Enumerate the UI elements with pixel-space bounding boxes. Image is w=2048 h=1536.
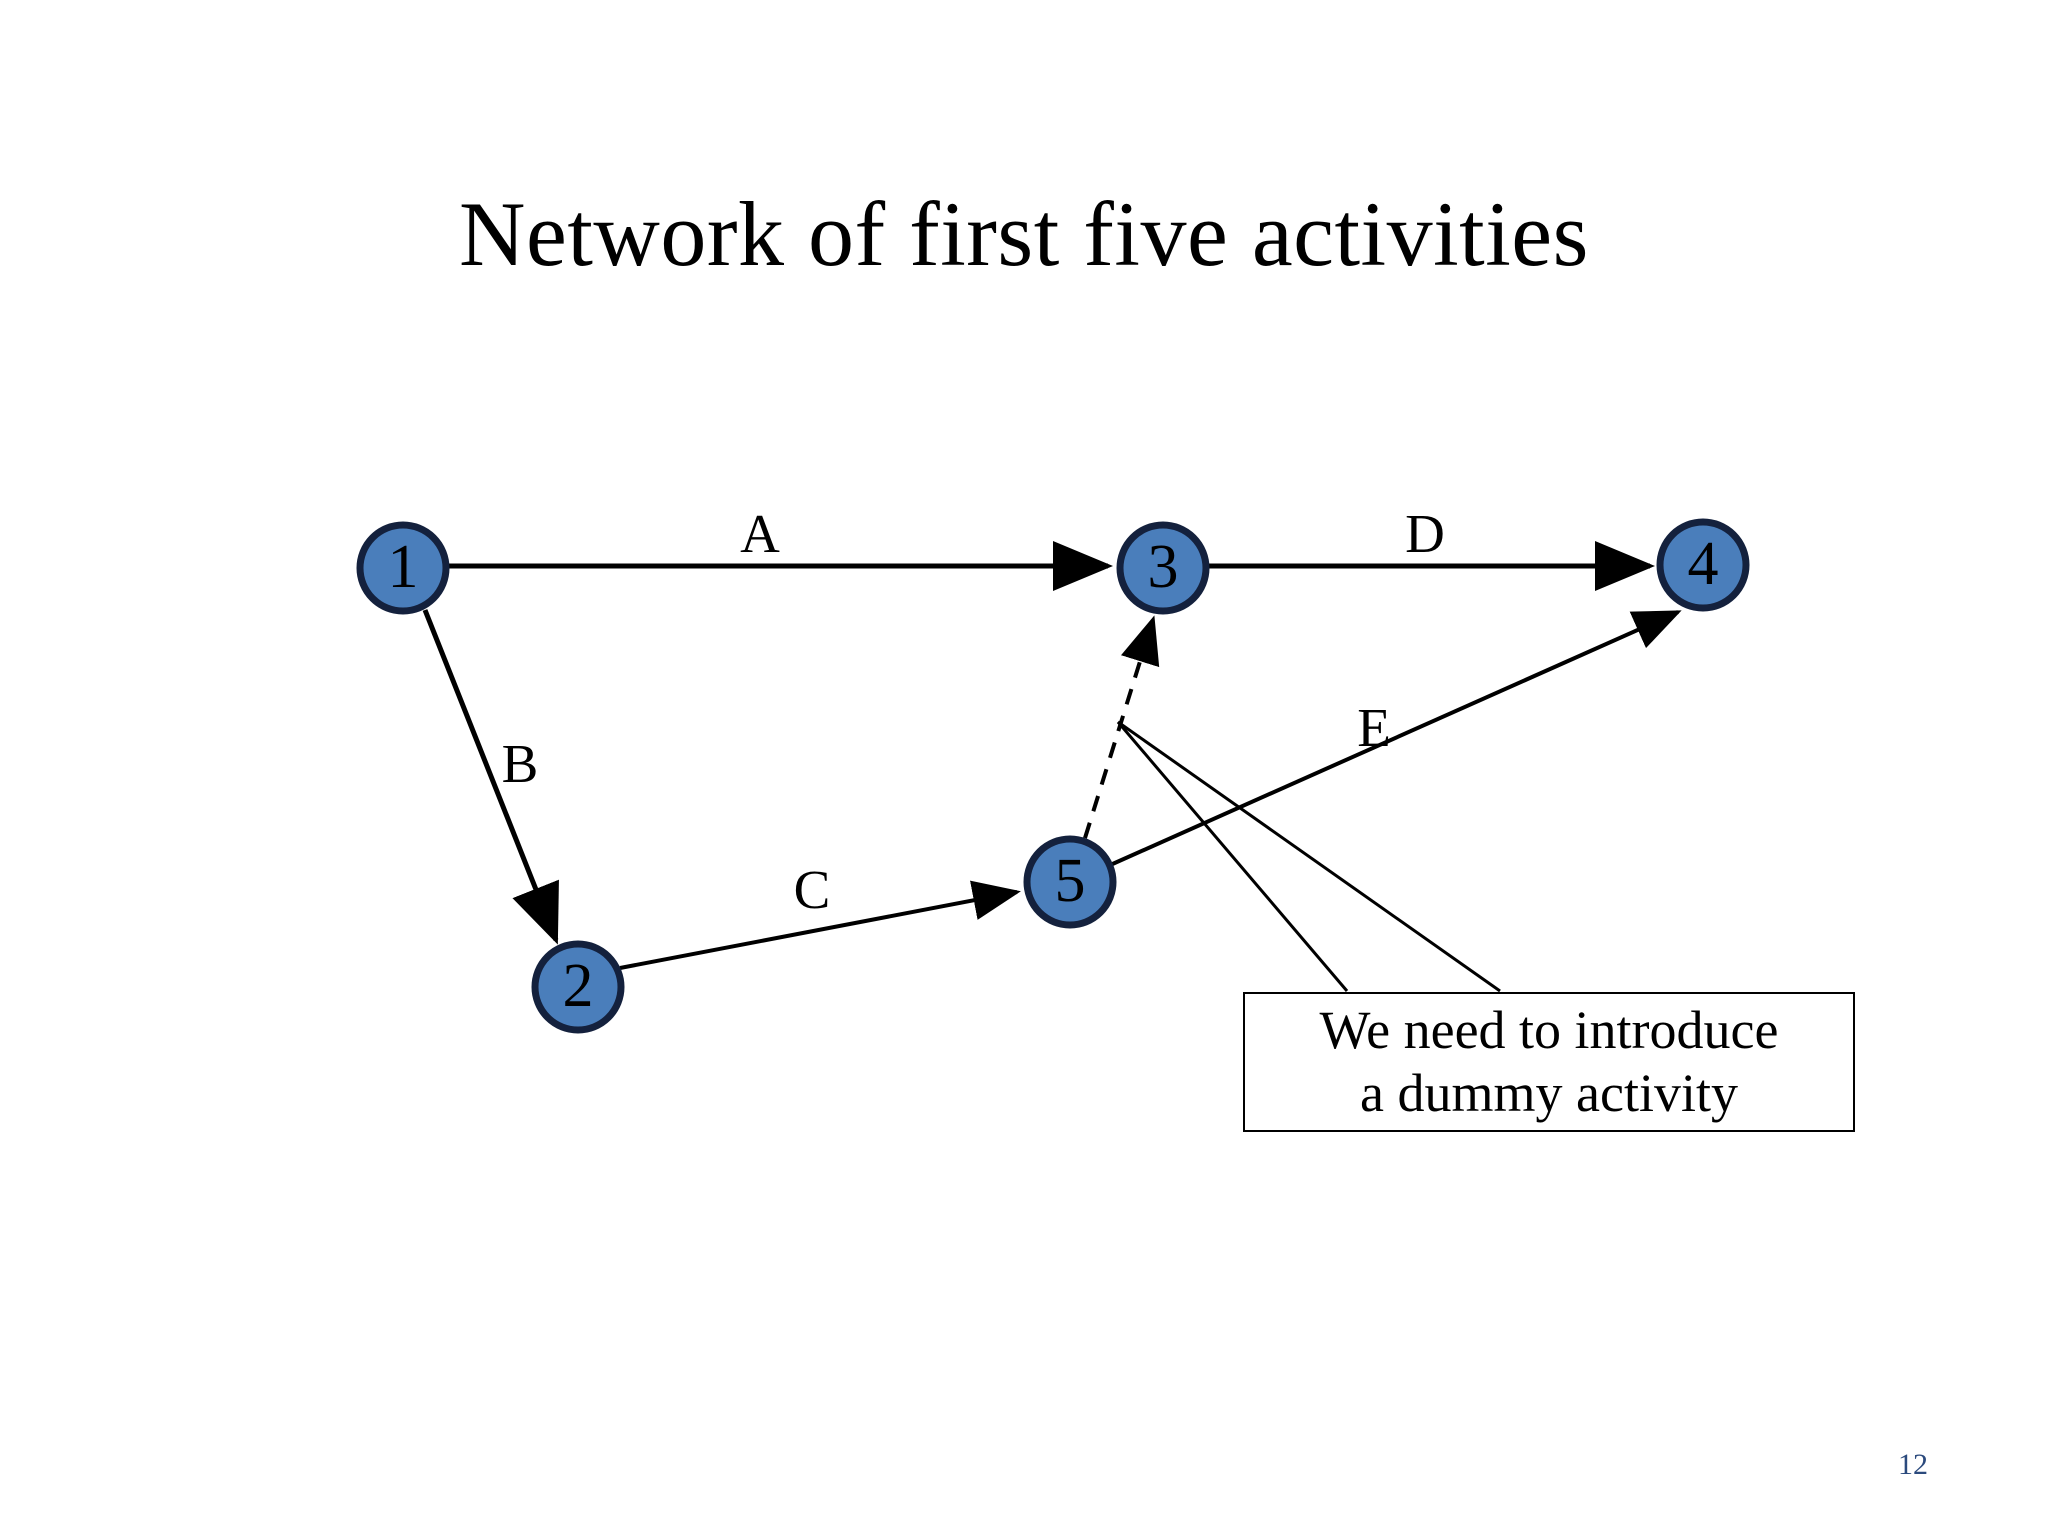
node-1-circle[interactable] bbox=[356, 521, 450, 615]
edge-label-d: D bbox=[1405, 503, 1445, 564]
edge-label-b: B bbox=[501, 733, 539, 794]
page-number: 12 bbox=[1898, 1448, 1928, 1481]
edge-label-e: E bbox=[1357, 697, 1391, 758]
edge-dummy-dashed-line bbox=[1083, 615, 1160, 839]
callout-leader-line-right bbox=[1117, 720, 1501, 993]
node-4-circle[interactable] bbox=[1656, 518, 1750, 612]
node-3-circle[interactable] bbox=[1116, 521, 1210, 615]
edge-c-line bbox=[619, 880, 1021, 970]
edge-label-c: C bbox=[793, 859, 831, 920]
callout-box[interactable]: We need to introduce a dummy activity bbox=[1243, 992, 1855, 1132]
page-title: Network of first five activities bbox=[459, 183, 1589, 285]
callout-line-2: a dummy activity bbox=[1360, 1063, 1738, 1123]
callout-leader-line-left bbox=[1116, 721, 1349, 992]
edge-b-line bbox=[422, 609, 559, 945]
edge-label-a: A bbox=[740, 503, 780, 564]
node-2-circle[interactable] bbox=[531, 940, 625, 1034]
node-5-circle[interactable] bbox=[1023, 835, 1117, 929]
callout-line-1: We need to introduce bbox=[1319, 1000, 1779, 1061]
